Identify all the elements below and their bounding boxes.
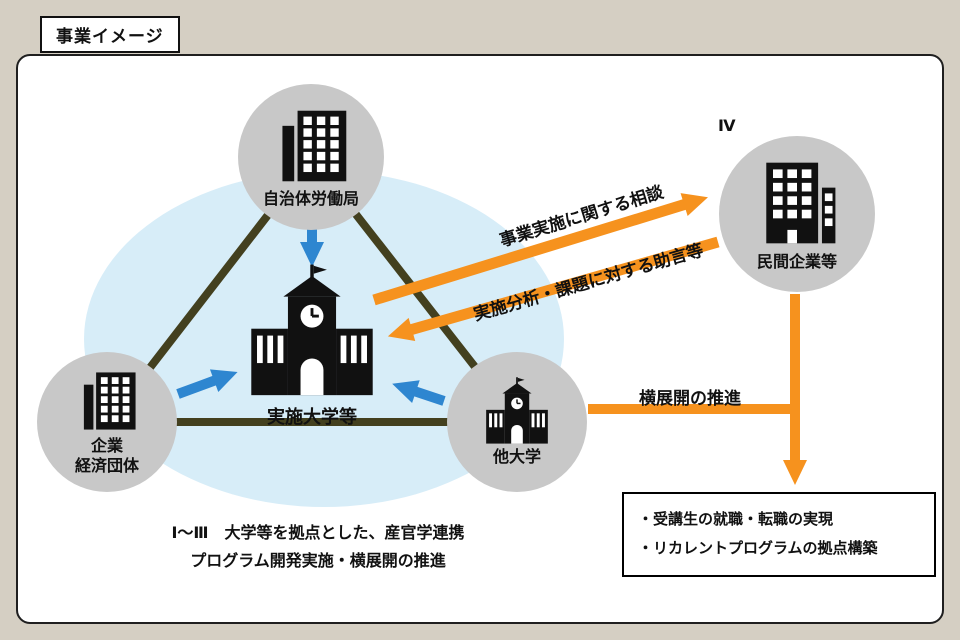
office-building-icon — [83, 372, 136, 430]
node-label-tadaigaku: 他大学 — [492, 449, 541, 466]
node-jisshi-daigaku: 実施大学等 — [245, 262, 379, 429]
node-label-jichitai: 自治体労働局 — [262, 191, 359, 208]
orange-arrow-consult — [372, 193, 708, 306]
node-label-kigyo: 企業 経済団体 — [75, 437, 139, 477]
university-icon — [486, 377, 548, 444]
orange-arrow-advice — [387, 236, 720, 341]
diagram-panel: 自治体労働局 企業 経済団体 — [16, 54, 944, 624]
program-note-line1: Ⅰ～Ⅲ 大学等を拠点とした、産官学連携 — [171, 525, 465, 542]
blue-arrow-from-kigyo — [176, 369, 238, 399]
office-building-icon — [766, 162, 836, 244]
node-label-kigyo-line2: 経済団体 — [74, 458, 139, 475]
program-note: Ⅰ～Ⅲ 大学等を拠点とした、産官学連携 プログラム開発実施・横展開の推進 — [96, 520, 540, 576]
outcome-item: ・受講生の就職・転職の実現 — [638, 511, 834, 528]
node-label-minkan: 民間企業等 — [756, 254, 837, 271]
node-tadaigaku: 他大学 — [447, 352, 587, 492]
node-jichitai-roudoukyoku: 自治体労働局 — [238, 84, 384, 230]
outcome-box: ・受講生の就職・転職の実現 ・リカレントプログラムの拠点構築 — [622, 492, 936, 577]
node-label-jisshi: 実施大学等 — [267, 407, 357, 427]
blue-arrow-from-tadaigaku — [392, 380, 446, 406]
arrow-label-expand: 横展開の推進 — [639, 389, 741, 408]
node-minkan-kigyo: 民間企業等 — [719, 136, 875, 292]
university-icon — [251, 264, 373, 396]
program-note-line2: プログラム開発実施・横展開の推進 — [190, 553, 446, 570]
node-kigyo-keizai-dantai: 企業 経済団体 — [37, 352, 177, 492]
page-title: 事業イメージ — [40, 16, 180, 53]
outcome-item: ・リカレントプログラムの拠点構築 — [638, 539, 878, 557]
office-building-icon — [282, 110, 347, 182]
node-label-kigyo-line1: 企業 — [90, 438, 123, 455]
roman-numeral-tag: Ⅳ — [718, 118, 736, 135]
